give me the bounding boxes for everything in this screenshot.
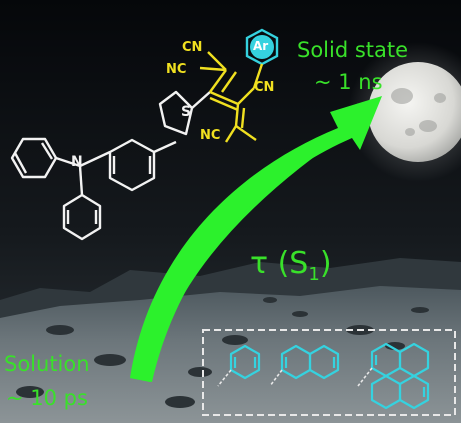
cyano-acceptor — [199, 51, 257, 143]
phenylene-ring — [108, 138, 156, 192]
solid-state-lifetime: ~ 1 ns — [314, 70, 383, 94]
ar-badge — [250, 35, 274, 59]
thiophene-ring — [158, 90, 194, 136]
cyano-label-left: NC — [166, 62, 187, 77]
tau-subscript: 1 — [308, 264, 320, 285]
solid-state-label: Solid state — [297, 38, 409, 62]
aryl-options — [229, 342, 430, 410]
cyano-label-bottom: NC — [200, 128, 221, 143]
nitrogen-atom-label: N — [71, 154, 83, 170]
moon — [368, 62, 461, 162]
ground-rocks — [16, 297, 429, 408]
ar-label: Ar — [253, 39, 269, 53]
moon-craters — [391, 88, 446, 136]
phenyl-ring-bottom — [62, 193, 102, 241]
lifetime-symbol: τ (S1) — [250, 246, 332, 285]
aryl-options-box — [202, 329, 456, 416]
attachment-bonds — [217, 367, 373, 387]
cyano-label-top: CN — [182, 40, 203, 55]
benzene-option — [229, 344, 261, 380]
triphenylamine-donor — [10, 90, 211, 241]
aryl-group — [245, 28, 279, 89]
cyano-label-right: CN — [254, 80, 275, 95]
solution-label: Solution — [4, 352, 90, 376]
tau-close-paren: ) — [319, 246, 332, 281]
transition-arrow — [130, 96, 382, 382]
sulfur-atom-label: S — [181, 104, 192, 120]
solution-lifetime: ~ 10 ps — [6, 386, 88, 410]
tau-s-text: τ (S — [250, 246, 309, 281]
